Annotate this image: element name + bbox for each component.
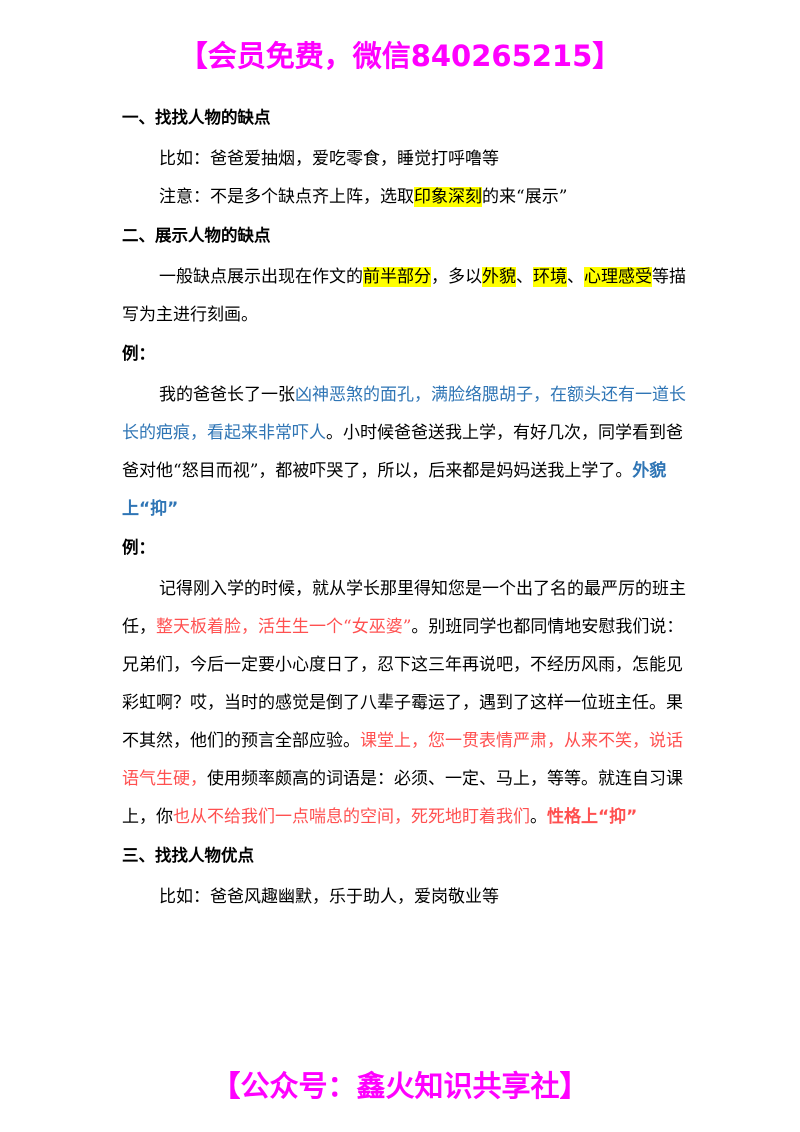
document-body: 一、找找人物的缺点 比如：爸爸爱抽烟，爱吃零食，睡觉打呼噜等 注意：不是多个缺点… (122, 98, 694, 916)
bottom-banner: 【公众号：鑫火知识共享社】 (211, 1069, 589, 1103)
section-1-note: 注意：不是多个缺点齐上阵，选取印象深刻的来“展示” (159, 187, 568, 207)
section-2-heading: 二、展示人物的缺点 (122, 226, 271, 245)
highlight-impressive: 印象深刻 (414, 187, 482, 207)
classroom-description: 课堂上，您一贯表情严肃，从来不笑，说话语气生硬， (122, 731, 683, 789)
example-2-label: 例： (122, 538, 155, 557)
highlight-first-half: 前半部分 (363, 267, 431, 287)
appearance-tag: 外貌上“抑” (122, 461, 667, 519)
staring-description: 也从不给我们一点喘息的空间，死死地盯着我们 (173, 807, 530, 827)
highlight-psychology: 心理感受 (584, 267, 652, 287)
witch-description: 整天板着脸，活生生一个“女巫婆” (156, 617, 412, 637)
top-banner: 【会员免费，微信840265215】 (178, 39, 622, 73)
section-3-example: 比如：爸爸风趣幽默，乐于助人，爱岗敬业等 (159, 887, 499, 907)
section-1-heading: 一、找找人物的缺点 (122, 108, 271, 127)
appearance-description: 凶神恶煞的面孔，满脸络腮胡子，在额头还有一道长长的疤痕，看起来非常吓人 (122, 385, 686, 443)
highlight-appearance: 外貌 (482, 267, 516, 287)
example-2-paragraph: 记得刚入学的时候，就从学长那里得知您是一个出了名的最严厉的班主任，整天板着脸，活… (122, 579, 686, 827)
section-2-paragraph: 一般缺点展示出现在作文的前半部分，多以外貌、环境、心理感受等描写为主进行刻画。 (122, 267, 686, 325)
example-1-paragraph: 我的爸爸长了一张凶神恶煞的面孔，满脸络腮胡子，在额头还有一道长长的疤痕，看起来非… (122, 385, 686, 519)
section-3-heading: 三、找找人物优点 (122, 846, 254, 865)
highlight-environment: 环境 (533, 267, 567, 287)
example-1-label: 例： (122, 344, 155, 363)
section-1-example: 比如：爸爸爱抽烟，爱吃零食，睡觉打呼噜等 (159, 149, 499, 169)
personality-tag: 性格上“抑” (547, 807, 638, 827)
